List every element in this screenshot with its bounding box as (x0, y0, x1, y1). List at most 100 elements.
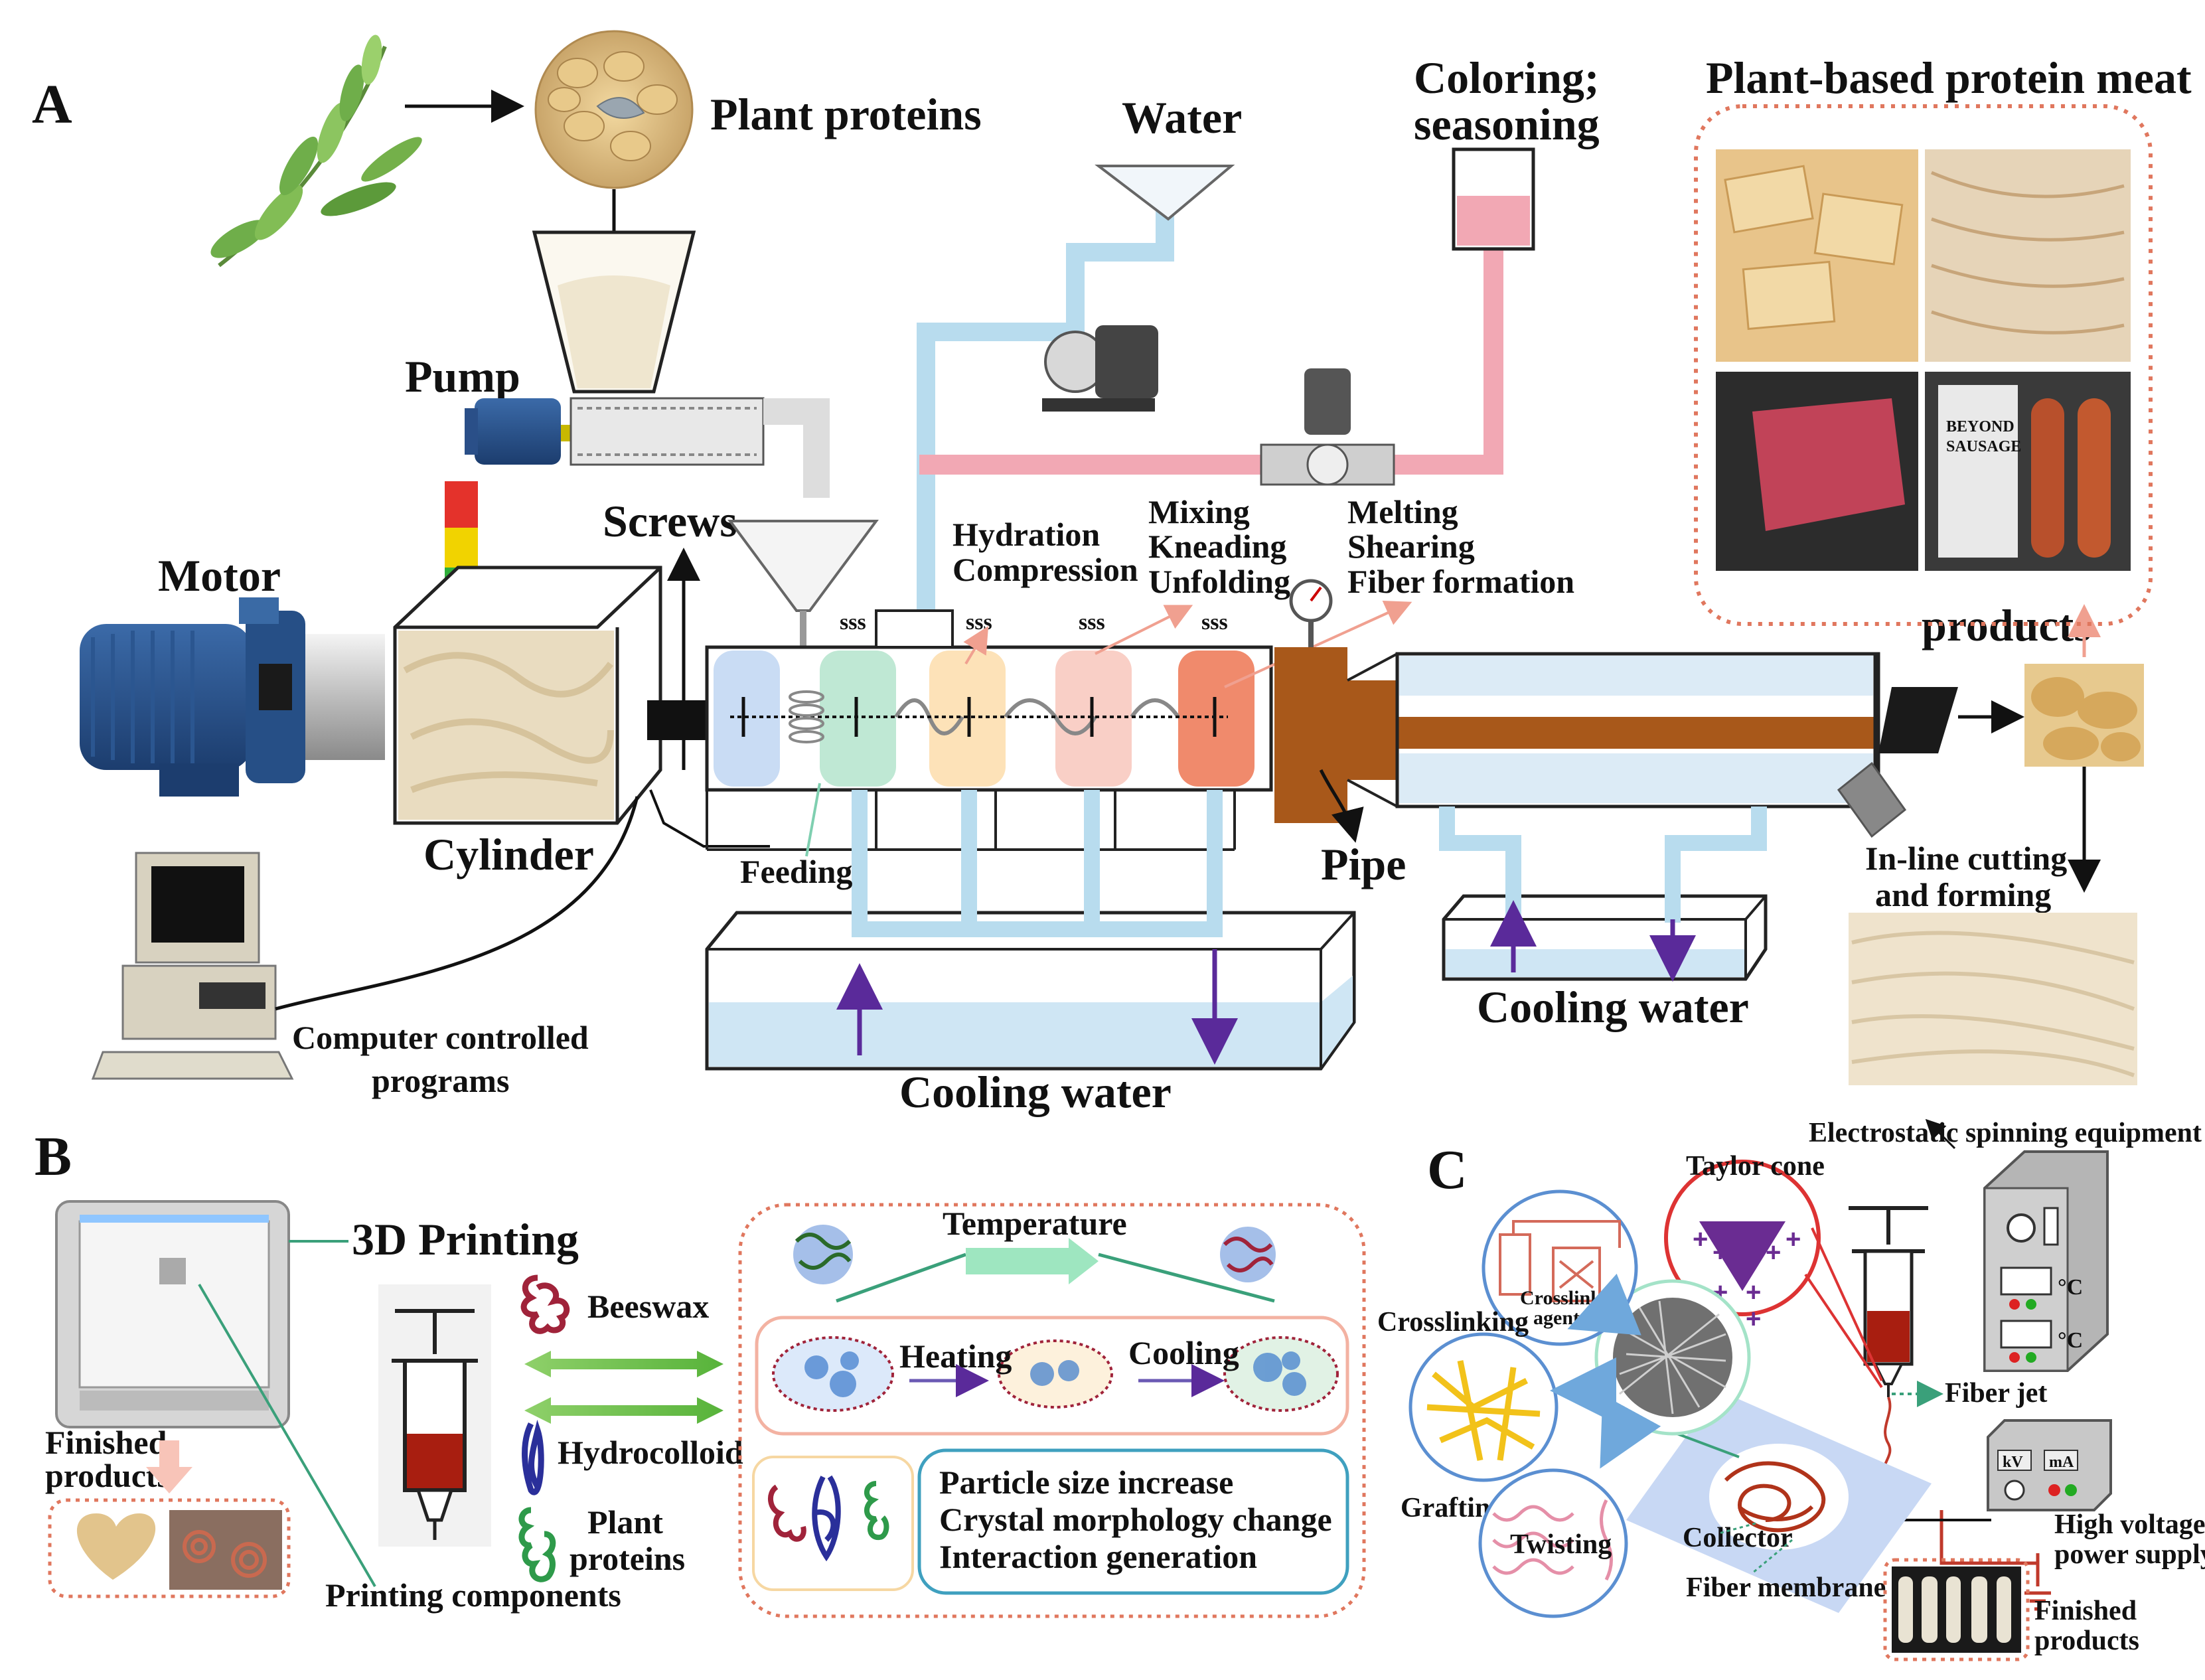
control-cable (649, 789, 770, 848)
panel-c-letter: C (1427, 1139, 1468, 1201)
label-coloring-2: seasoning (1414, 99, 1600, 149)
plant-leaves-illustration (210, 35, 422, 267)
effects-frame (917, 1448, 1349, 1595)
extruder-barrel (705, 609, 1273, 851)
sss-2: sss (966, 610, 992, 635)
cooling-pipes-2 (1439, 806, 1767, 923)
panel-b-letter: B (35, 1126, 72, 1187)
label-cooling-water-2: Cooling water (1477, 982, 1749, 1032)
sss-4: sss (1201, 610, 1228, 635)
label-computer-1: Computer controlled (292, 1019, 589, 1056)
svg-text:+: + (1712, 1238, 1728, 1267)
taylor-leader-2 (1804, 1273, 1883, 1389)
pressure-gauge-icon (1289, 579, 1333, 650)
protein-state-texture (804, 1351, 1306, 1397)
label-printing-components: Printing components (325, 1576, 621, 1614)
fiber-texture-lines (1851, 931, 2135, 1077)
label-kv: kV (2003, 1454, 2023, 1471)
package-text-2: SAUSAGE (1946, 438, 2021, 455)
sausage-1 (2031, 398, 2064, 558)
temperature-arrow (966, 1238, 1099, 1284)
pump-motor-illustration (465, 397, 830, 498)
label-feeding: Feeding (740, 853, 852, 890)
water-funnel (1095, 165, 1235, 221)
protein-state-2 (998, 1339, 1113, 1409)
meat-photo-2-texture (1931, 171, 2125, 335)
effect-3: Interaction generation (939, 1538, 1257, 1575)
double-arrows (524, 1351, 723, 1424)
label-hv-2: power supply (2054, 1539, 2205, 1570)
water-line (917, 206, 1174, 624)
label-plant-1: Plant (587, 1503, 663, 1541)
label-equipment: Electrostatic spinning equipment (1809, 1118, 2202, 1148)
label-crosslink-agent-1: Crosslink (1520, 1287, 1602, 1309)
sausage-package (1938, 385, 2018, 558)
label-deg1: °C (2058, 1275, 2083, 1300)
protein-state-1 (772, 1336, 894, 1412)
fiber-texture-image (1849, 913, 2137, 1085)
label-finished-2: products (45, 1457, 170, 1494)
protein-state-3 (1223, 1336, 1339, 1412)
package-text-1: BEYOND (1946, 418, 2015, 435)
label-unfolding: Unfolding (1148, 563, 1290, 600)
label-computer-2: programs (372, 1062, 509, 1099)
svg-text:+: + (1746, 1278, 1761, 1307)
svg-text:+: + (1766, 1238, 1781, 1267)
panel-a: A Plant proteins Pump (32, 30, 2192, 1117)
panel-a-letter: A (32, 74, 72, 135)
fiber-membrane-texture (1724, 1461, 1826, 1533)
twisting-fibers-icon (1492, 1499, 1613, 1581)
label-heating: Heating (899, 1337, 1012, 1375)
svg-text:+: + (1786, 1225, 1801, 1254)
water-pump-illustration (1042, 325, 1158, 412)
cylinder-box (393, 566, 662, 825)
label-fiber-formation: Fiber formation (1347, 563, 1574, 600)
label-finished-c-2: products (2034, 1626, 2139, 1656)
svg-text:+: + (1746, 1304, 1761, 1334)
label-hv-1: High voltage (2054, 1509, 2205, 1540)
arrow-to-twisting (1600, 1394, 1661, 1469)
effect-1: Particle size increase (939, 1464, 1233, 1501)
label-collector: Collector (1683, 1523, 1793, 1553)
seasoning-fill (1457, 196, 1530, 246)
label-pipe: Pipe (1321, 839, 1406, 889)
hydrocolloid-molecule-icon (522, 1419, 544, 1495)
taylor-cone-shape (1699, 1221, 1786, 1291)
motor-illustration (80, 597, 385, 797)
arrow-to-crosslink (1567, 1273, 1641, 1336)
arrow-finished (146, 1440, 192, 1493)
sem-fiber-texture (1619, 1300, 1726, 1414)
label-cylinder: Cylinder (423, 829, 594, 879)
die-and-pipe (1274, 647, 1880, 823)
meat-photo-1-texture (1724, 165, 1904, 331)
label-cooling-water-1: Cooling water (899, 1067, 1172, 1117)
3d-printer-illustration (55, 1200, 290, 1428)
label-kneading: Kneading (1148, 528, 1286, 565)
meat-photo-2 (1925, 149, 2131, 362)
seasoning-line (919, 246, 1503, 475)
cutter-block (1878, 687, 1958, 753)
ground-meat-block (1752, 398, 1905, 531)
label-cutting-2: and forming (1875, 876, 2051, 913)
cooling-tank-2 (1442, 894, 1768, 981)
label-finished-c-1: Finished (2034, 1596, 2137, 1626)
svg-text:+: + (1693, 1225, 1708, 1254)
feed-funnel (727, 520, 879, 612)
mechanism-frame (738, 1203, 1366, 1618)
protein-structure-icon-2 (1220, 1227, 1276, 1282)
beeswax-molecule-icon (520, 1274, 570, 1334)
arrow-pipe (1319, 769, 1364, 843)
cooling-pipes-1 (852, 790, 1223, 937)
label-crosslink-agent-2: agent (1533, 1307, 1580, 1329)
temperature-lines (836, 1253, 1275, 1303)
heating-cooling-frame (755, 1316, 1349, 1436)
molecule-mix-frame (752, 1456, 914, 1591)
sausage-2 (2078, 398, 2111, 558)
soybean-texture (548, 51, 678, 161)
label-cutting-1: In-line cutting (1865, 840, 2067, 877)
shaft-coupling (647, 700, 710, 740)
flour-hopper (532, 230, 696, 394)
protein-structure-icon-1 (793, 1225, 853, 1284)
label-plant-proteins: Plant proteins (710, 89, 982, 139)
